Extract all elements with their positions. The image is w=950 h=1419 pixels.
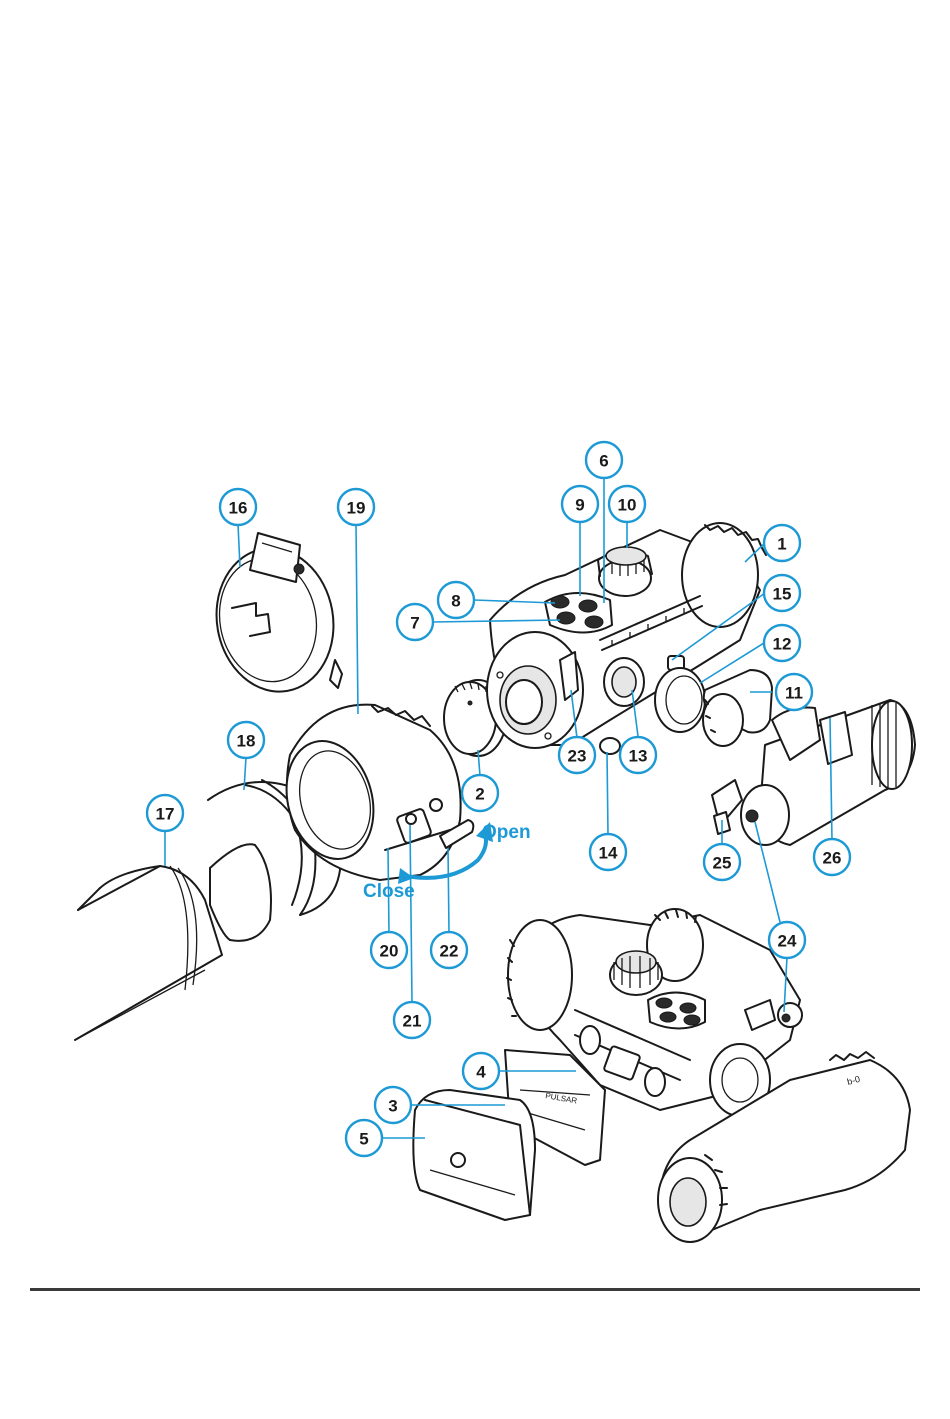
callout-label: 10 xyxy=(618,496,637,515)
callout-label: 23 xyxy=(568,747,587,766)
callout-label: 6 xyxy=(599,452,608,471)
callout-label: 9 xyxy=(575,496,584,515)
footer-divider xyxy=(30,1288,920,1291)
callout-19: 19 xyxy=(338,489,374,525)
callout-label: 20 xyxy=(380,942,399,961)
callout-23: 23 xyxy=(559,737,595,773)
callout-label: 3 xyxy=(388,1097,397,1116)
callout-label: 17 xyxy=(156,805,175,824)
callout-20: 20 xyxy=(371,932,407,968)
callout-15: 15 xyxy=(764,575,800,611)
callout-9: 9 xyxy=(562,486,598,522)
eyepiece-caps xyxy=(655,668,772,746)
callout-label: 24 xyxy=(778,932,797,951)
callout-label: 16 xyxy=(229,499,248,518)
callout-11: 11 xyxy=(776,674,812,710)
callout-25: 25 xyxy=(704,844,740,880)
battery-pack: PULSAR xyxy=(413,1050,605,1220)
callout-label: 13 xyxy=(629,747,648,766)
control-buttons xyxy=(545,593,612,633)
callout-14: 14 xyxy=(590,834,626,870)
callout-13: 13 xyxy=(620,737,656,773)
callout-label: 11 xyxy=(785,684,803,703)
scope-tube xyxy=(75,866,222,1040)
callout-2: 2 xyxy=(462,775,498,811)
callout-label: 15 xyxy=(773,585,792,604)
callout-label: 19 xyxy=(347,499,366,518)
lens-cap xyxy=(205,533,344,701)
callout-label: 5 xyxy=(359,1130,368,1149)
callout-1: 1 xyxy=(764,525,800,561)
callout-label: 8 xyxy=(451,592,460,611)
callout-label: 4 xyxy=(476,1063,486,1082)
callout-7: 7 xyxy=(397,604,433,640)
callout-6: 6 xyxy=(586,442,622,478)
callout-22: 22 xyxy=(431,932,467,968)
callout-12: 12 xyxy=(764,625,800,661)
callout-label: 14 xyxy=(599,844,618,863)
callout-label: 1 xyxy=(777,535,786,554)
callout-16: 16 xyxy=(220,489,256,525)
callout-8: 8 xyxy=(438,582,474,618)
callout-label: 2 xyxy=(475,785,484,804)
callout-10: 10 xyxy=(609,486,645,522)
callout-label: 21 xyxy=(403,1012,422,1031)
callout-26: 26 xyxy=(814,839,850,875)
callout-label: 22 xyxy=(440,942,459,961)
clip-on-adapter xyxy=(274,705,473,880)
callout-label: 25 xyxy=(713,854,732,873)
callout-label: 12 xyxy=(773,635,792,654)
callout-5: 5 xyxy=(346,1120,382,1156)
open-label: Open xyxy=(482,822,531,843)
callout-label: 7 xyxy=(410,614,419,633)
callout-4: 4 xyxy=(463,1053,499,1089)
callout-18: 18 xyxy=(228,722,264,758)
callout-label: 26 xyxy=(823,849,842,868)
callout-label: 18 xyxy=(237,732,256,751)
callout-21: 21 xyxy=(394,1002,430,1038)
callout-3: 3 xyxy=(375,1087,411,1123)
callout-24: 24 xyxy=(769,922,805,958)
callout-17: 17 xyxy=(147,795,183,831)
